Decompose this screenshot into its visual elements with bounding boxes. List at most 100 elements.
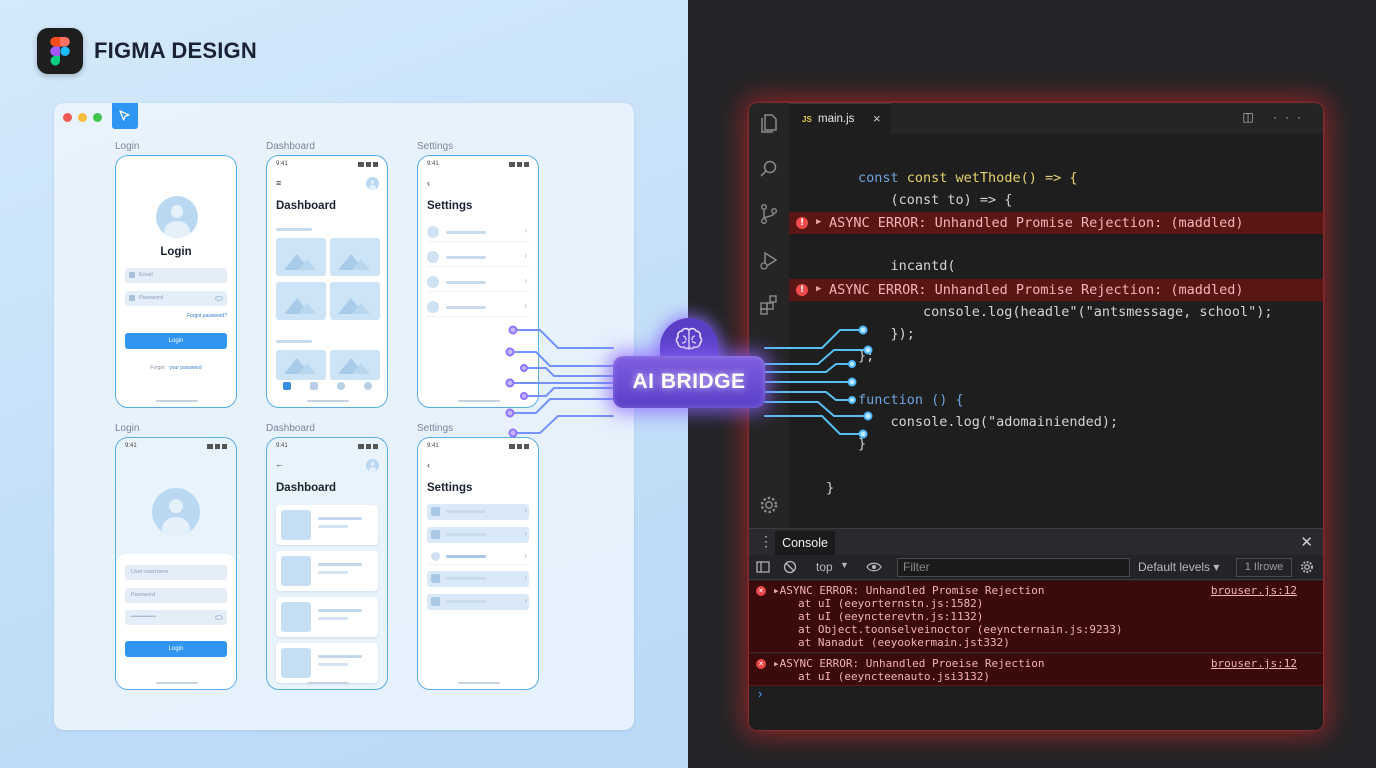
image-card[interactable] [330, 350, 380, 380]
forgot-footer-link[interactable]: your password [169, 365, 202, 371]
list-item[interactable] [276, 551, 378, 591]
frame-settings-variant[interactable]: 9:41 ‹ Settings › › › › › [417, 437, 539, 690]
settings-row[interactable]: › [427, 504, 529, 520]
filter-input[interactable]: Filter [897, 558, 1130, 577]
error-icon: ! [796, 284, 808, 296]
back-chevron-icon[interactable]: ‹ [427, 460, 430, 470]
settings-row[interactable]: › [427, 272, 529, 292]
files-icon[interactable] [758, 112, 780, 134]
expand-triangle-icon[interactable]: ▶ [816, 284, 822, 294]
image-card[interactable] [276, 238, 326, 276]
split-editor-more-actions[interactable]: ◫ ··· [1242, 110, 1309, 124]
frame-dashboard[interactable]: 9:41 ≡ Dashboard [266, 155, 388, 408]
frame-dashboard-variant[interactable]: 9:41 ← Dashboard [266, 437, 388, 690]
image-card[interactable] [330, 282, 380, 320]
source-control-icon[interactable] [758, 203, 780, 225]
code-editor[interactable]: JS main.js × ◫ ··· const const wetThode(… [749, 103, 1323, 730]
login-button[interactable]: Login [125, 641, 227, 657]
chevron-right-icon: › [524, 573, 527, 582]
settings-row[interactable]: › [427, 297, 529, 317]
eye-icon[interactable] [866, 560, 882, 574]
settings-row-toggle[interactable]: › [427, 549, 529, 565]
home-tab-icon[interactable] [283, 382, 291, 390]
dashboard-title: Dashboard [276, 200, 337, 212]
grid-tab-icon[interactable] [310, 382, 318, 390]
clear-console-icon[interactable] [783, 560, 797, 574]
settings-row[interactable]: › [427, 247, 529, 267]
tab-console[interactable]: Console [775, 531, 835, 555]
extensions-icon[interactable] [758, 294, 780, 316]
inline-error[interactable]: ! ▶ ASYNC ERROR: Unhandled Promise Rejec… [789, 279, 1323, 301]
chevron-right-icon: › [524, 251, 527, 260]
move-tool-button[interactable] [112, 103, 138, 129]
design-canvas[interactable]: Login Dashboard Settings Login Email Pas… [54, 103, 634, 730]
hamburger-menu-icon[interactable]: ≡ [276, 178, 282, 188]
settings-row[interactable]: › [427, 222, 529, 242]
back-arrow-icon[interactable]: ← [275, 459, 284, 469]
image-card[interactable] [276, 350, 326, 380]
gear-icon[interactable] [758, 494, 780, 516]
list-item[interactable] [276, 505, 378, 545]
tab-label: main.js [818, 113, 855, 125]
expand-triangle-icon[interactable]: ▶ [816, 217, 822, 227]
email-field[interactable]: Email [125, 268, 227, 283]
frame-login-variant[interactable]: 9:41 User username Password ••••••••••••… [115, 437, 237, 690]
settings-row[interactable]: › [427, 571, 529, 587]
close-icon[interactable]: × [873, 111, 881, 126]
frame-settings[interactable]: 9:41 ‹ Settings › › › › [417, 155, 539, 408]
dashboard-title: Dashboard [276, 482, 337, 494]
source-link[interactable]: brouser.js:12 [1210, 584, 1297, 597]
status-bar: 9:41 [125, 443, 227, 451]
lock-icon [129, 295, 135, 301]
list-item[interactable] [276, 643, 378, 683]
run-debug-icon[interactable] [758, 249, 780, 271]
console-error-entry[interactable]: ✕ ▸ASYNC ERROR: Unhandled Proeise Reject… [749, 654, 1323, 686]
eye-icon[interactable] [215, 296, 223, 301]
ai-bridge-badge: AI BRIDGE [613, 356, 765, 408]
console-error-entry[interactable]: ✕ ▸ASYNC ERROR: Unhandled Promise Reject… [749, 581, 1323, 653]
password-field[interactable]: Password [125, 588, 227, 603]
profile-tab-icon[interactable] [364, 382, 372, 390]
issues-badge[interactable]: 1 Ilrowe [1236, 558, 1292, 577]
window-maximize-dot[interactable] [93, 113, 102, 122]
avatar[interactable] [366, 459, 379, 472]
code-line: } [858, 436, 867, 452]
chevron-down-icon[interactable]: ▼ [840, 560, 849, 570]
settings-row[interactable]: › [427, 594, 529, 610]
close-icon[interactable]: ✕ [1300, 534, 1313, 551]
password-field[interactable]: Password [125, 291, 227, 306]
username-field[interactable]: User username [125, 565, 227, 580]
cursor-icon [119, 110, 130, 121]
inline-error[interactable]: ! ▶ ASYNC ERROR: Unhandled Promise Rejec… [789, 212, 1323, 234]
list-item[interactable] [276, 597, 378, 637]
chevron-right-icon: › [524, 301, 527, 310]
back-chevron-icon[interactable]: ‹ [427, 178, 430, 188]
image-card[interactable] [276, 282, 326, 320]
console-prompt[interactable]: › [758, 686, 763, 701]
frame-login[interactable]: Login Email Password Forgot password? Lo… [115, 155, 237, 408]
forgot-password-link[interactable]: Forgot password? [186, 313, 227, 319]
code-line: const const wetThode() => { [858, 170, 1078, 186]
search-icon[interactable] [758, 158, 780, 180]
code-line: console.log("adomainiended); [858, 414, 1119, 430]
signal-icon [207, 444, 227, 449]
log-levels-dropdown[interactable]: Default levels ▾ [1138, 560, 1220, 574]
login-button[interactable]: Login [125, 333, 227, 349]
globe-tab-icon[interactable] [337, 382, 345, 390]
signal-icon [509, 162, 529, 167]
more-vertical-icon[interactable]: ⋮ [759, 533, 773, 549]
chevron-right-icon: › [524, 226, 527, 235]
context-selector[interactable]: top [816, 560, 833, 574]
gear-icon[interactable] [1300, 560, 1314, 574]
eye-icon[interactable] [215, 615, 223, 620]
source-link[interactable]: brouser.js:12 [1210, 657, 1297, 670]
window-minimize-dot[interactable] [78, 113, 87, 122]
tab-main-js[interactable]: JS main.js × [789, 103, 891, 134]
sidebar-toggle-icon[interactable] [756, 560, 770, 574]
avatar[interactable] [366, 177, 379, 190]
window-close-dot[interactable] [63, 113, 72, 122]
image-card[interactable] [330, 238, 380, 276]
password-masked-field[interactable]: ••••••••••••• [125, 610, 227, 625]
settings-row[interactable]: › [427, 527, 529, 543]
code-area[interactable]: const const wetThode() => { (const to) =… [789, 134, 1323, 528]
